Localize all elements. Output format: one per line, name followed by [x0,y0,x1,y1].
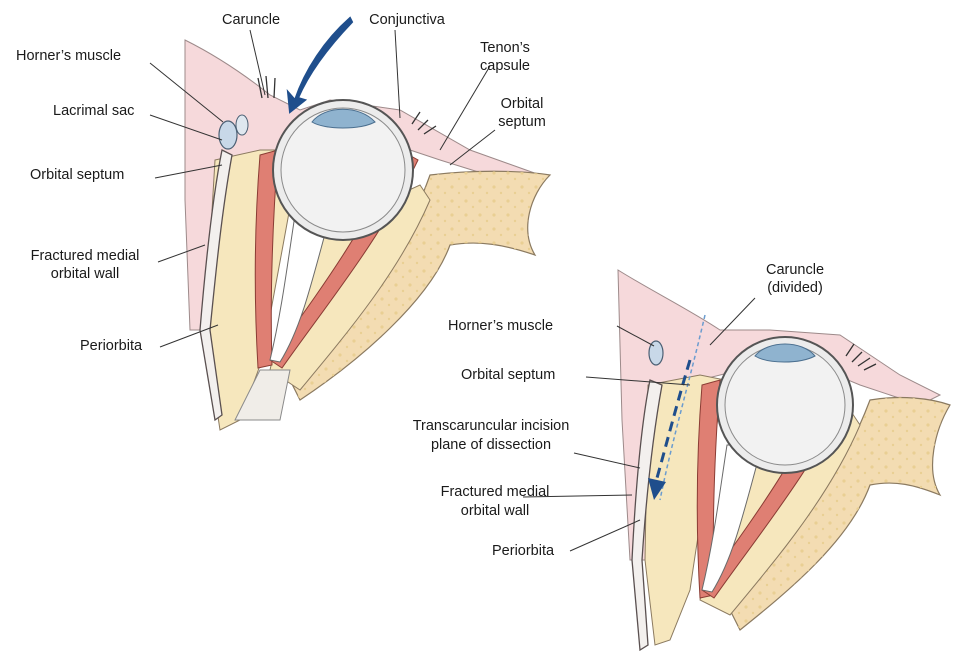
label-caruncle-b-2: (divided) [755,280,835,297]
label-lacrimal-sac-a: Lacrimal sac [53,103,134,120]
label-incision-b-1: Transcaruncular incision [386,418,596,435]
label-tenons-capsule-a-1: Tenon’s [470,40,540,57]
approach-arrow-a [288,18,352,112]
label-fractured-wall-a-2: orbital wall [10,266,160,283]
label-orbital-septum-right-a-2: septum [492,114,552,131]
label-conjunctiva-a: Conjunctiva [362,12,452,29]
label-incision-b-2: plane of dissection [386,437,596,454]
label-fractured-wall-a-1: Fractured medial [10,248,160,265]
label-periorbita-a: Periorbita [80,338,142,355]
label-horners-muscle-a: Horner’s muscle [16,48,121,65]
label-caruncle-b-1: Caruncle [755,262,835,279]
label-tenons-capsule-a-2: capsule [470,58,540,75]
label-orbital-septum-right-a-1: Orbital [492,96,552,113]
label-caruncle-a: Caruncle [213,12,289,29]
label-orbital-septum-b: Orbital septum [461,367,555,384]
label-horners-muscle-b: Horner’s muscle [448,318,553,335]
lacrimal-sac-a [219,121,237,149]
label-periorbita-b: Periorbita [492,543,554,560]
panel-b-drawing [523,270,950,650]
label-orbital-septum-left-a: Orbital septum [30,167,124,184]
label-fractured-wall-b-1: Fractured medial [420,484,570,501]
label-fractured-wall-b-2: orbital wall [420,503,570,520]
